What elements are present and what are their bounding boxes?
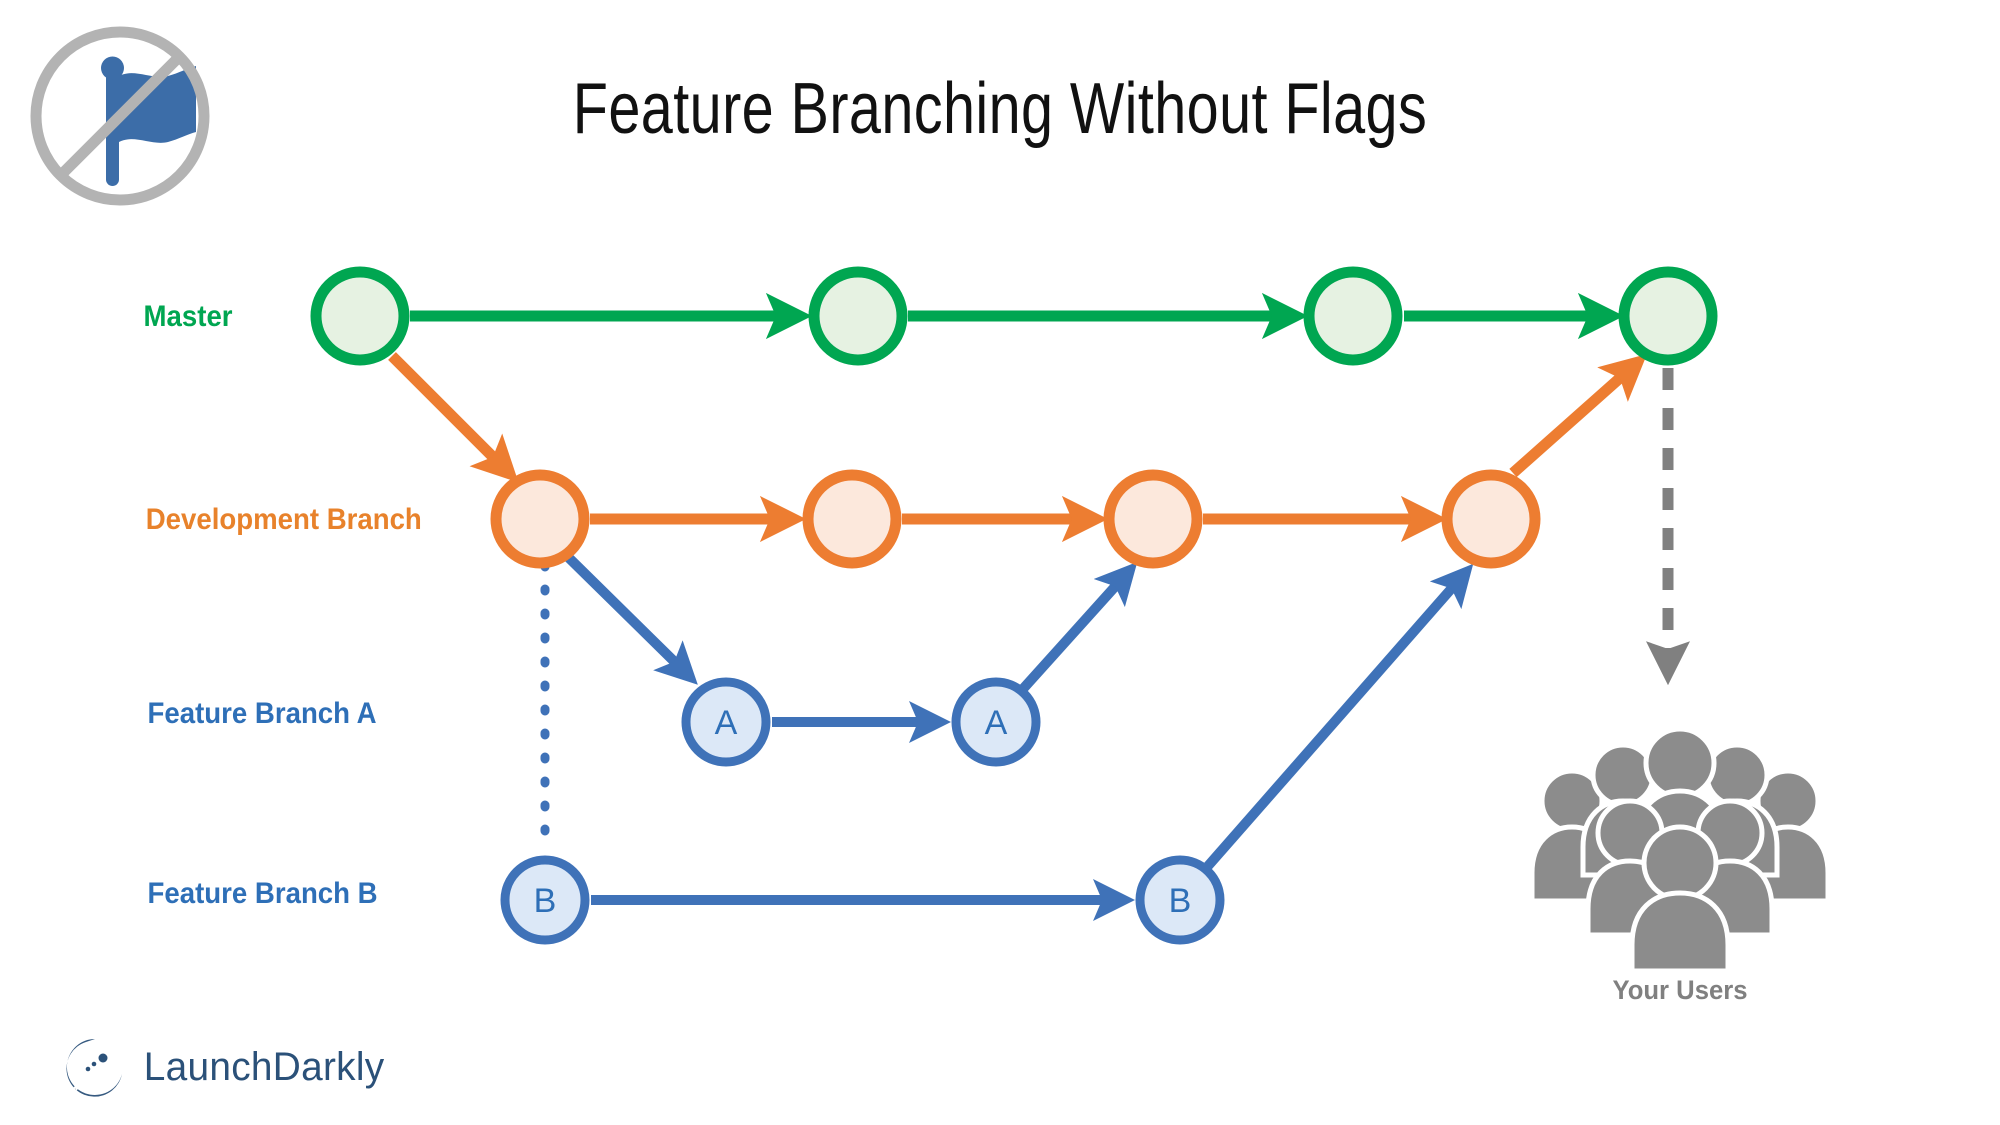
commit-node-master-1[interactable] (310, 266, 410, 366)
feature-a-nodes: A A (681, 677, 1041, 767)
commit-node-feature-b-2-label: B (1169, 882, 1192, 920)
commit-node-feature-a-2-label: A (985, 704, 1008, 742)
commit-node-feature-a-1[interactable] (681, 677, 771, 767)
edge-m1-d1 (388, 352, 519, 483)
edge-a2-d3 (1018, 561, 1138, 694)
commit-node-dev-1[interactable] (490, 469, 590, 569)
commit-node-feature-a-2[interactable] (951, 677, 1041, 767)
commit-node-feature-b-2[interactable] (1135, 855, 1225, 945)
users-group-icon (1530, 726, 1830, 973)
edge-b2-d4 (1204, 563, 1474, 870)
commit-node-dev-2[interactable] (802, 469, 902, 569)
brand-logo: LaunchDarkly (64, 1036, 388, 1098)
commit-node-master-4[interactable] (1618, 266, 1718, 366)
commit-node-dev-4[interactable] (1441, 469, 1541, 569)
launchdarkly-rocket-icon (66, 1038, 122, 1097)
commit-node-feature-b-1-label: B (534, 882, 557, 920)
development-nodes (490, 469, 1541, 569)
edge-d1-a1 (564, 553, 698, 685)
commit-node-feature-b-1[interactable] (500, 855, 590, 945)
commit-node-master-3[interactable] (1303, 266, 1403, 366)
commit-node-dev-3[interactable] (1103, 469, 1203, 569)
brand-wordmark: LaunchDarkly (143, 1044, 385, 1089)
commit-node-master-2[interactable] (808, 266, 908, 366)
commit-node-feature-a-1-label: A (715, 704, 738, 742)
lane-label-feature-branch-b: Feature Branch B (147, 877, 378, 910)
no-flag-icon (30, 26, 210, 206)
master-nodes (310, 266, 1718, 366)
users-label: Your Users (1612, 975, 1748, 1005)
lane-label-master: Master (143, 300, 233, 333)
lane-label-development-branch: Development Branch (145, 503, 422, 536)
lane-label-feature-branch-a: Feature Branch A (147, 697, 377, 730)
edge-d4-m4 (1509, 353, 1648, 478)
feature-b-nodes: B B (500, 855, 1225, 945)
page-title: Feature Branching Without Flags (572, 69, 1428, 149)
